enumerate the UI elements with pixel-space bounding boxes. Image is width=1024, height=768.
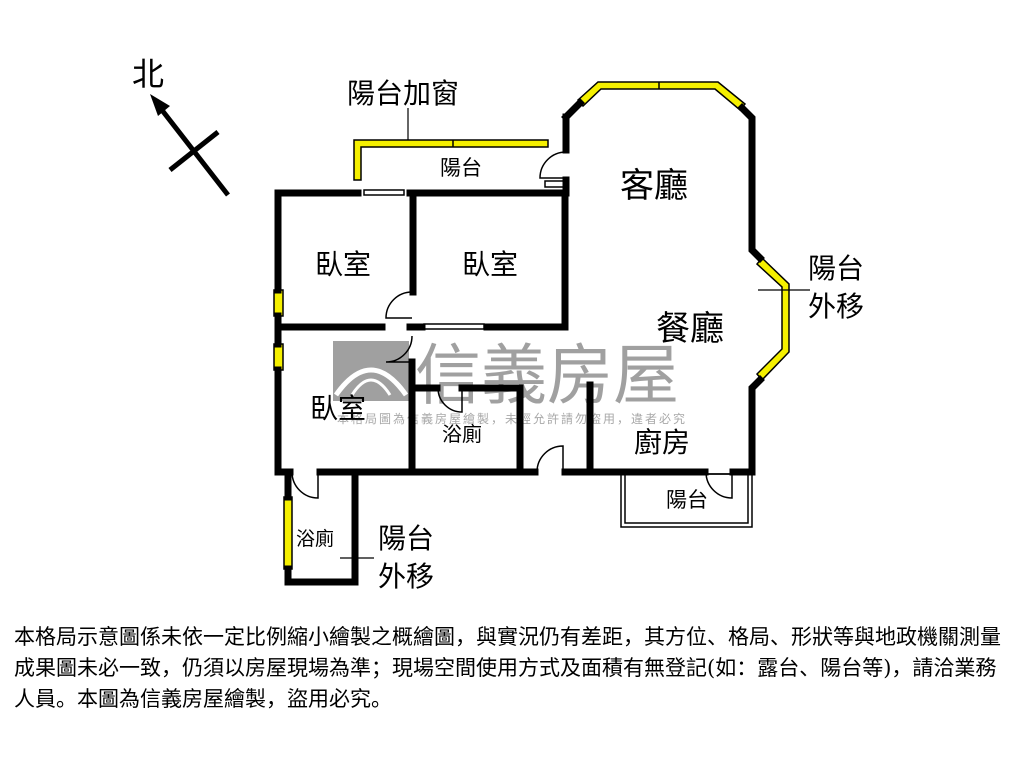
windows xyxy=(273,81,790,570)
label-balcony-window: 陽台加窗 xyxy=(347,77,459,110)
watermark-notice: 本格局圖為信義房屋繪製，未經允許請勿盜用，違者必究 xyxy=(337,411,687,426)
label-bedroom-2: 臥室 xyxy=(462,248,518,281)
label-balcony-moved-right-1: 陽台 xyxy=(808,252,864,285)
walls xyxy=(274,98,765,586)
door-bathroom xyxy=(437,387,463,413)
label-balcony-moved-bottom-1: 陽台 xyxy=(378,522,434,555)
window-bedroom1-top xyxy=(363,189,405,196)
disclaimer-text: 本格局示意圖係未依一定比例縮小繪製之概繪圖，與實況仍有差距，其方位、格局、形狀等… xyxy=(14,625,1001,711)
doors xyxy=(291,151,733,499)
label-bathroom-1: 浴廁 xyxy=(442,422,482,446)
watermark-brand: 信義房屋 xyxy=(415,337,679,414)
label-kitchen: 廚房 xyxy=(634,426,690,459)
leader-lines xyxy=(340,108,810,559)
watermark-logo xyxy=(333,341,409,401)
door-living-balcony xyxy=(539,151,567,179)
label-balcony-moved-bottom-2: 外移 xyxy=(378,560,434,593)
door-hall xyxy=(536,445,564,473)
north-label: 北 xyxy=(132,55,164,93)
label-bedroom-1: 臥室 xyxy=(315,248,371,281)
label-balcony-kitchen: 陽台 xyxy=(666,488,708,512)
north-arrow-icon xyxy=(150,94,230,197)
window-balcony-side xyxy=(544,180,566,188)
door-lower-bathroom xyxy=(291,471,319,499)
kitchen-balcony-outline xyxy=(620,473,753,528)
label-balcony-top: 陽台 xyxy=(440,156,482,180)
label-living-room: 客廳 xyxy=(620,166,688,206)
label-dining-room: 餐廳 xyxy=(656,309,724,349)
label-bathroom-2: 浴廁 xyxy=(296,527,334,550)
door-kitchen-balcony xyxy=(705,471,733,499)
label-bedroom-3: 臥室 xyxy=(310,392,366,425)
door-bedroom3 xyxy=(385,335,413,363)
label-balcony-moved-right-2: 外移 xyxy=(808,290,864,323)
window-bedroom-middle xyxy=(423,323,485,330)
door-bedroom2 xyxy=(385,291,413,319)
